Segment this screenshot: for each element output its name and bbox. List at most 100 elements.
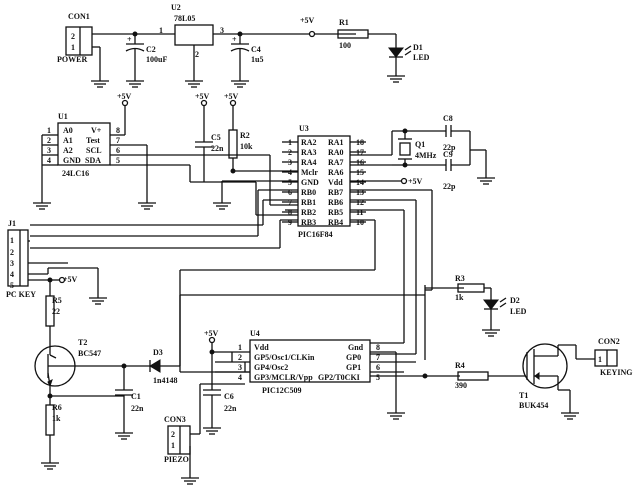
c4-value: 1u5 bbox=[251, 55, 263, 64]
q1-crystal: Q1 4MHz bbox=[398, 138, 437, 160]
t2-transistor: T2 BC547 bbox=[34, 338, 101, 388]
r2-value: 10k bbox=[240, 142, 253, 151]
con2-name: KEYING bbox=[600, 368, 632, 377]
c2-polarity: + bbox=[127, 35, 132, 44]
u3-pin-num: 10 bbox=[356, 218, 364, 227]
r5-ref: R5 bbox=[52, 296, 62, 305]
u3-pin-name: RB7 bbox=[328, 188, 343, 197]
u3-pin-num: 6 bbox=[288, 188, 292, 197]
j1-pin: 1 bbox=[10, 236, 14, 245]
u3-pin-num: 4 bbox=[288, 168, 292, 177]
j1-pin: 3 bbox=[10, 259, 14, 268]
u4-pin-num: 5 bbox=[376, 373, 380, 382]
u3-pin-name: RB2 bbox=[301, 208, 316, 217]
con2-pin: 1 bbox=[598, 355, 602, 364]
u1-pin-vplus: V+ bbox=[91, 126, 102, 135]
u4-pin-num: 8 bbox=[376, 343, 380, 352]
c6-value: 22n bbox=[224, 404, 237, 413]
t1-mosfet: T1 BUK454 bbox=[519, 343, 568, 410]
u1-pin-num: 8 bbox=[116, 126, 120, 135]
t2-ref: T2 bbox=[78, 338, 87, 347]
u3-pin-name: RB4 bbox=[328, 218, 343, 227]
u1-pin-num: 3 bbox=[47, 146, 51, 155]
vcc-label: +5V bbox=[204, 329, 219, 338]
con2-keying-connector: CON2 1 KEYING bbox=[594, 337, 632, 377]
u3-value: PIC16F84 bbox=[298, 230, 333, 239]
con1-pin-1: 1 bbox=[71, 43, 75, 52]
r2-ref: R2 bbox=[240, 131, 250, 140]
u1-pin-num: 5 bbox=[116, 156, 120, 165]
d3-ref: D3 bbox=[153, 348, 163, 357]
u4-pin-gnd: Gnd bbox=[348, 343, 364, 352]
t1-value: BUK454 bbox=[519, 401, 548, 410]
d2-value: LED bbox=[510, 307, 527, 316]
u3-pin-name: RB1 bbox=[301, 198, 316, 207]
r5-value: 22 bbox=[52, 307, 60, 316]
c1-ref: C1 bbox=[131, 392, 141, 401]
c2-value: 100uF bbox=[146, 55, 167, 64]
u3-pin-labels: RA21RA32RA43Mclr4GND5RB06RB17RB28RB39RA1… bbox=[282, 138, 366, 227]
r6-resistor: R6 1k bbox=[45, 403, 62, 436]
u3-pin-num: 11 bbox=[356, 208, 364, 217]
u1-ref: U1 bbox=[58, 112, 68, 121]
u4-ref: U4 bbox=[250, 329, 260, 338]
u3-ref: U3 bbox=[299, 124, 309, 133]
q1-ref: Q1 bbox=[415, 140, 425, 149]
c9-value: 22p bbox=[443, 182, 456, 191]
u4-microcontroller: U4 PIC12C509 Vdd GP5/Osc1/CLKin GP4/Osc2… bbox=[238, 329, 380, 395]
u1-pin-a0: A0 bbox=[63, 126, 73, 135]
u3-pin-name: RA4 bbox=[301, 158, 317, 167]
r1-value: 100 bbox=[339, 41, 351, 50]
con1-power-connector: CON1 2 1 POWER bbox=[57, 12, 93, 64]
u2-ref: U2 bbox=[171, 3, 181, 12]
c1-value: 22n bbox=[131, 404, 144, 413]
r1-ref: R1 bbox=[339, 18, 349, 27]
u4-pin-gp4: GP4/Osc2 bbox=[254, 363, 288, 372]
r5-resistor: R5 22 bbox=[45, 295, 62, 327]
c8-capacitor: C8 22p bbox=[443, 114, 470, 152]
u1-pin-num: 4 bbox=[47, 156, 51, 165]
c9-capacitor: C9 22p bbox=[443, 150, 470, 191]
u3-pin-name: RA6 bbox=[328, 168, 344, 177]
c5-capacitor: +5V C5 22n bbox=[195, 92, 224, 182]
d2-led: D2 LED bbox=[481, 288, 527, 337]
u2-pin-2: 2 bbox=[195, 50, 199, 59]
u3-pin-name: RB3 bbox=[301, 218, 316, 227]
d1-ref: D1 bbox=[413, 43, 423, 52]
d1-led: D1 LED bbox=[386, 34, 430, 83]
u2-pin-1: 1 bbox=[159, 26, 163, 35]
u3-pin-name: Mclr bbox=[301, 168, 318, 177]
u1-pin-num: 1 bbox=[47, 126, 51, 135]
r6-value: 1k bbox=[52, 414, 61, 423]
con3-piezo-connector: CON3 2 1 PIEZO bbox=[164, 415, 191, 464]
con2-ref: CON2 bbox=[598, 337, 620, 346]
u1-pin-test: Test bbox=[86, 136, 100, 145]
u1-pin-num: 6 bbox=[116, 146, 120, 155]
u4-pin-num: 3 bbox=[238, 363, 242, 372]
u3-pin-name: RB0 bbox=[301, 188, 316, 197]
r4-ref: R4 bbox=[455, 361, 465, 370]
con3-pin: 2 bbox=[171, 430, 175, 439]
vcc-label: +5V bbox=[195, 92, 210, 101]
u3-pin-num: 16 bbox=[356, 158, 364, 167]
u3-pin-name: Vdd bbox=[328, 178, 343, 187]
j1-pin: 4 bbox=[10, 270, 14, 279]
u4-pin-gp3: GP3/MCLR/Vpp bbox=[254, 373, 313, 382]
c4-capacitor: + C4 1u5 bbox=[230, 34, 263, 88]
c4-ref: C4 bbox=[251, 45, 261, 54]
u4-pin-vdd: Vdd bbox=[254, 343, 269, 352]
t2-value: BC547 bbox=[78, 349, 101, 358]
u3-pin-num: 17 bbox=[356, 148, 364, 157]
q1-value: 4MHz bbox=[415, 151, 437, 160]
u4-pin-num: 1 bbox=[238, 343, 242, 352]
u1-pin-num: 2 bbox=[47, 136, 51, 145]
c8-ref: C8 bbox=[443, 114, 453, 123]
c2-capacitor: + C2 100uF bbox=[125, 34, 167, 88]
con1-ref: CON1 bbox=[68, 12, 90, 21]
u3-pin-num: 15 bbox=[356, 168, 364, 177]
u4-pin-num: 6 bbox=[376, 363, 380, 372]
u1-value: 24LC16 bbox=[62, 169, 89, 178]
u1-pin-num: 7 bbox=[116, 136, 120, 145]
u3-pin-name: RB6 bbox=[328, 198, 343, 207]
